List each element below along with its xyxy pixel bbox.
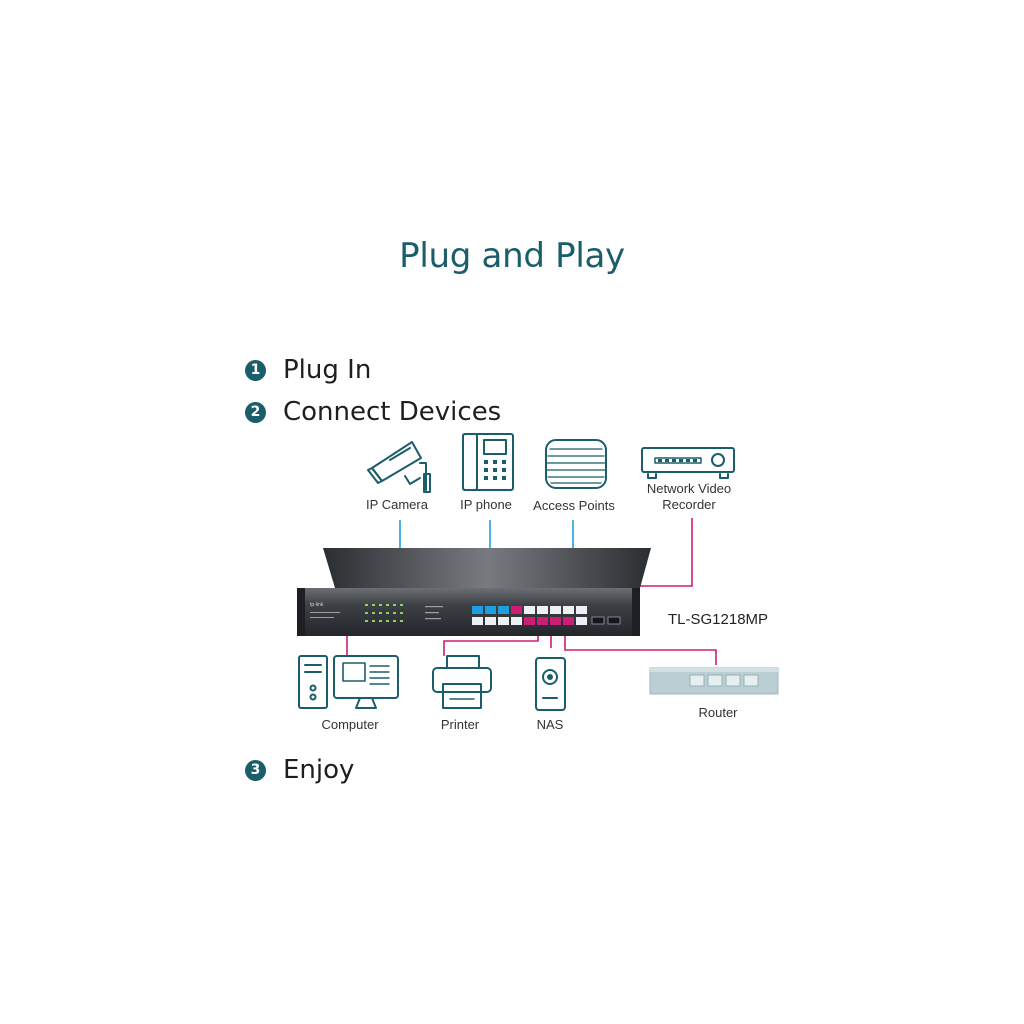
nvr-icon (641, 447, 735, 479)
nas-icon (535, 657, 566, 711)
ip-camera-icon (367, 441, 431, 493)
nvr-label-line1: Network Video (647, 481, 731, 496)
step-label: Enjoy (283, 755, 355, 785)
nas-label: NAS (537, 717, 564, 732)
switch-front-panel (297, 588, 640, 636)
access-points-label: Access Points (533, 498, 615, 513)
printer-label: Printer (441, 717, 480, 732)
ports-bottom-row (472, 617, 587, 625)
router-icon (649, 667, 779, 695)
rack-ear-left (297, 588, 305, 636)
step-label: Connect Devices (283, 397, 502, 427)
ip-phone-icon (462, 433, 514, 491)
ip-camera-label: IP Camera (366, 497, 429, 512)
step-plug-in: 1 Plug In (245, 355, 371, 385)
printer-icon (432, 655, 492, 709)
step-label: Plug In (283, 355, 372, 385)
nvr-label-line2: Recorder (662, 497, 716, 512)
step-number: 2 (245, 401, 266, 423)
computer-icon (298, 655, 399, 709)
panel-print (310, 606, 443, 620)
router-label: Router (698, 705, 738, 720)
step-connect-devices: 2 Connect Devices (245, 397, 501, 427)
brand-logo: tp-link (310, 602, 324, 608)
page-title: Plug and Play (399, 236, 625, 276)
access-point-icon (545, 439, 607, 489)
step-number: 3 (245, 759, 266, 781)
ports-top-row (472, 606, 587, 614)
step-number: 1 (245, 359, 266, 381)
sfp-slots (591, 616, 621, 625)
line-router (564, 626, 717, 665)
switch-tl-sg1218mp: tp-link (297, 548, 651, 636)
switch-top-panel (323, 548, 651, 588)
nvr-buttons (658, 459, 697, 462)
status-leds (365, 604, 403, 622)
step-enjoy: 3 Enjoy (245, 755, 354, 785)
rack-ear-right (632, 588, 640, 636)
computer-label: Computer (321, 717, 379, 732)
model-label: TL-SG1218MP (668, 611, 768, 628)
ip-phone-label: IP phone (460, 497, 512, 512)
